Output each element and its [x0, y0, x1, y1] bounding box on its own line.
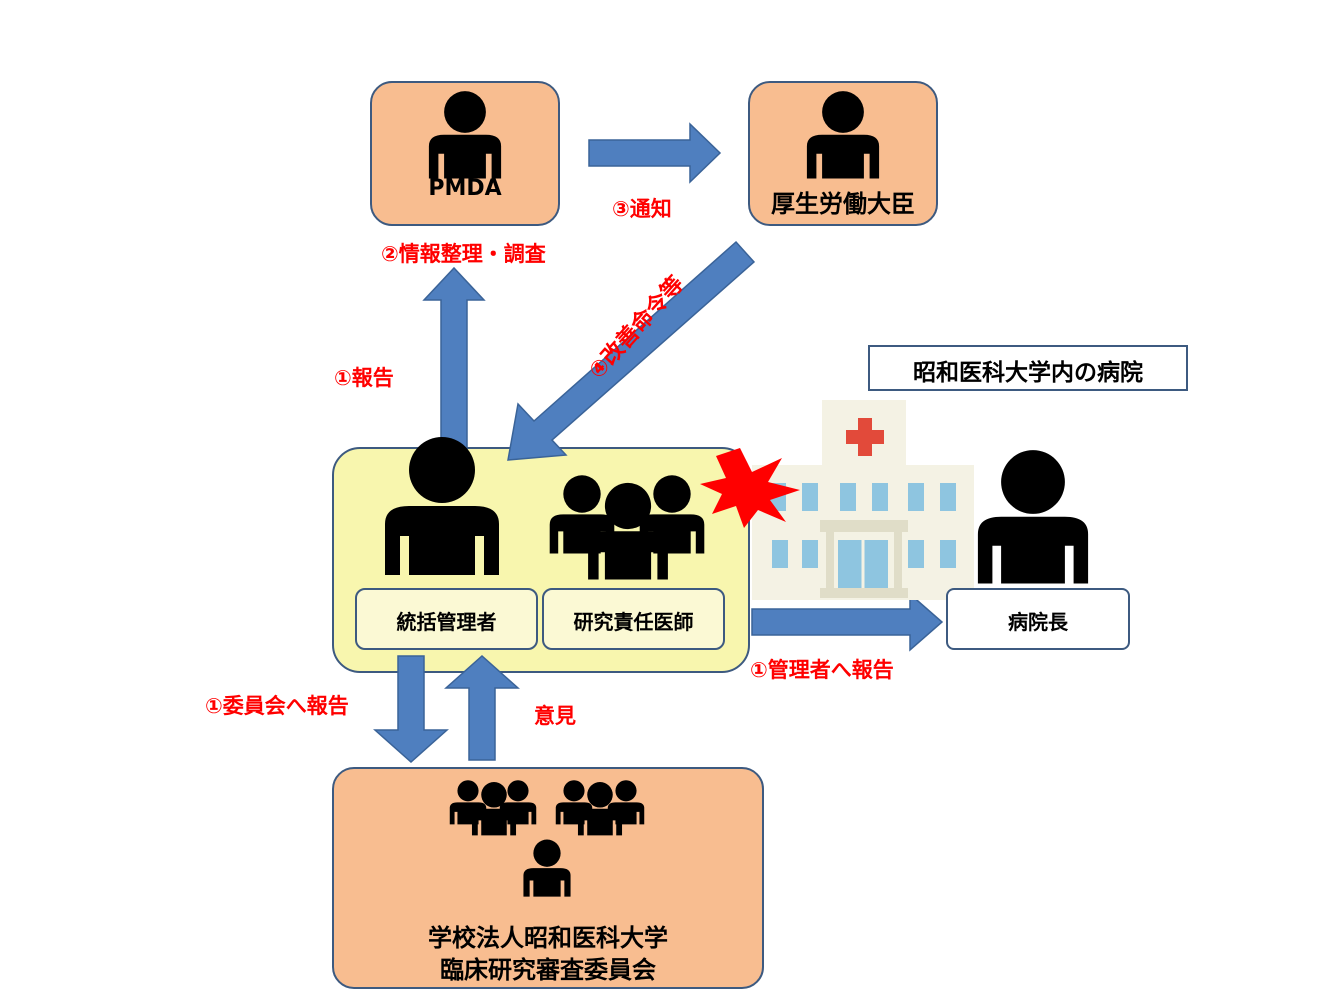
arrow-report-committee [373, 655, 449, 764]
pmda-person-icon [428, 91, 502, 179]
report-label: ①報告 [334, 366, 394, 390]
supervisor-label: 統括管理者 [396, 610, 497, 634]
opinion-label: 意見 [534, 704, 576, 728]
report-committee-label: ①委員会へ報告 [205, 694, 349, 718]
director-person-icon [977, 450, 1089, 584]
notify-label: ③通知 [612, 197, 672, 221]
committee-line2: 臨床研究審査委員会 [440, 956, 656, 984]
arrow-report-up [422, 266, 486, 459]
minister-person-icon [806, 91, 880, 179]
organize-label: ②情報整理・調査 [381, 242, 546, 266]
investigator-label: 研究責任医師 [573, 610, 694, 634]
pmda-label: PMDA [428, 176, 502, 201]
report-director-label: ①管理者へ報告 [750, 658, 894, 682]
arrow-report-director [751, 592, 944, 652]
director-label: 病院長 [1008, 610, 1068, 634]
supervisor-box [355, 588, 538, 650]
hospital-title: 昭和医科大学内の病院 [913, 360, 1143, 386]
investigator-box [542, 588, 725, 650]
hospital-icon [752, 400, 974, 600]
hospital-title-box [868, 345, 1188, 391]
minister-label: 厚生労働大臣 [771, 190, 915, 218]
committee-line1: 学校法人昭和医科大学 [428, 924, 668, 952]
arrow-order [507, 240, 756, 461]
arrow-opinion [444, 654, 520, 761]
investigator-group-icon [549, 475, 705, 580]
alert-burst-icon [700, 448, 800, 528]
supervisor-person-icon [385, 437, 499, 575]
committee-group-icon [449, 780, 645, 897]
director-box [946, 588, 1130, 650]
arrow-notify [588, 122, 722, 184]
